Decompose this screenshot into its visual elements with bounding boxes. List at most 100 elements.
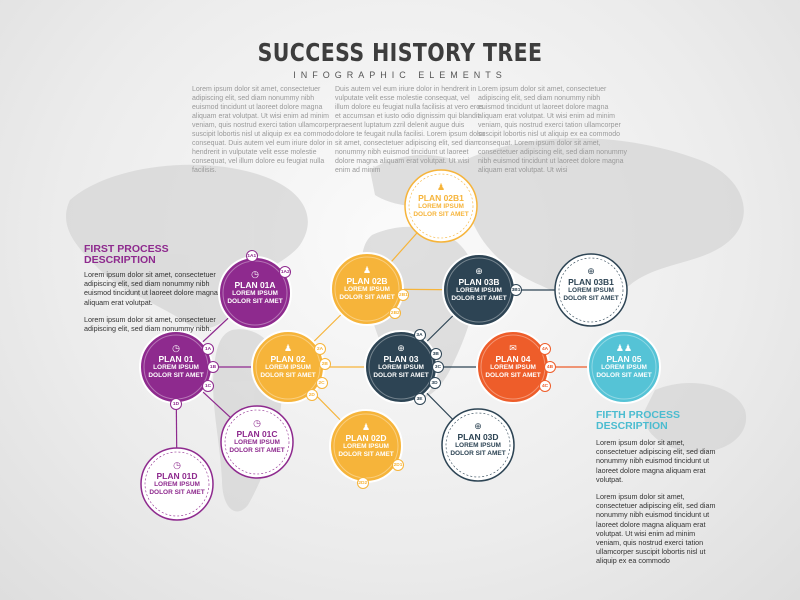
intro-text: Duis autem vel eum iriure dolor in hendr… — [335, 86, 485, 174]
person-icon: ♟ — [436, 182, 446, 192]
node-circle — [587, 330, 661, 404]
node-title: PLAN 01C — [236, 429, 278, 439]
node-body: LOREM IPSUM DOLOR SIT AMET — [451, 287, 507, 302]
clock-icon: ◷ — [173, 460, 181, 470]
connector-badge: 2B2 — [389, 306, 402, 319]
connector-badge: 1B — [207, 361, 219, 373]
person-icon: ♟ — [361, 422, 371, 432]
node-plan03b1[interactable] — [554, 253, 628, 327]
node-title: PLAN 02B — [346, 276, 388, 286]
clock-icon: ◷ — [251, 269, 259, 279]
node-body: LOREM IPSUM DOLOR SIT AMET — [373, 364, 429, 379]
node-body: LOREM IPSUM DOLOR SIT AMET — [596, 364, 652, 379]
first-process-title: FIRST PROCESS DESCRIPTION — [84, 243, 169, 266]
connector-badge: 4B — [544, 361, 556, 373]
person-icon: ♟ — [362, 265, 372, 275]
globe-icon: ⊕ — [587, 266, 595, 276]
group-icon: ♟♟ — [615, 343, 633, 353]
node-plan05[interactable] — [587, 330, 661, 404]
node-ring — [445, 412, 511, 478]
node-body: LOREM IPSUM DOLOR SIT AMET — [338, 443, 394, 458]
node-plan02b[interactable] — [330, 252, 404, 326]
node-body: LOREM IPSUM DOLOR SIT AMET — [148, 364, 204, 379]
connector-badge: 1A1 — [245, 250, 258, 263]
node-title: PLAN 03 — [383, 354, 419, 364]
node-body: LOREM IPSUM DOLOR SIT AMET — [227, 290, 283, 305]
connector-badge: 1C — [202, 379, 215, 392]
node-title: PLAN 01 — [158, 354, 194, 364]
description-paragraph: Lorem ipsum dolor sit amet, consectetuer… — [84, 270, 218, 307]
clock-icon: ◷ — [253, 418, 261, 428]
globe-icon: ⊕ — [474, 421, 482, 431]
node-title: PLAN 03D — [457, 432, 499, 442]
page-subtitle: INFOGRAPHIC ELEMENTS — [293, 70, 507, 80]
connector-badge: 1A2 — [279, 265, 292, 278]
node-body: LOREM IPSUM DOLOR SIT AMET — [229, 439, 285, 454]
node-body: LOREM IPSUM DOLOR SIT AMET — [149, 481, 205, 496]
node-plan02b1[interactable] — [404, 169, 478, 243]
connector-badge: 3C — [432, 361, 444, 373]
person-icon: ♟ — [283, 343, 293, 353]
connector-badge: 2C — [315, 376, 328, 389]
node-ring — [144, 451, 210, 517]
connector-badge: 3D — [428, 376, 441, 389]
connector-badge: 2B1 — [397, 289, 410, 302]
node-body: LOREM IPSUM DOLOR SIT AMET — [413, 203, 469, 218]
connector-badge: 3E — [413, 393, 426, 406]
node-title: PLAN 05 — [606, 354, 642, 364]
chat-icon: ✉ — [509, 343, 517, 353]
node-ring — [558, 257, 624, 323]
connector-badge: 2D2 — [356, 476, 369, 489]
globe-icon: ⊕ — [475, 266, 483, 276]
description-paragraph: Lorem ipsum dolor sit amet, consectetuer… — [596, 438, 716, 484]
node-title: PLAN 01A — [234, 280, 276, 290]
node-ring — [224, 409, 290, 475]
connector-badge: 2A — [314, 342, 327, 355]
node-body: LOREM IPSUM DOLOR SIT AMET — [339, 286, 395, 301]
fifth-process-title: FIFTH PROCESS DESCRIPTION — [596, 409, 681, 432]
node-ring — [408, 173, 474, 239]
connector-badge: 4C — [539, 379, 552, 392]
page-title: SUCCESS HISTORY TREE — [257, 38, 543, 67]
node-plan01d[interactable] — [140, 447, 214, 521]
globe-icon: ⊕ — [397, 343, 405, 353]
node-title: PLAN 02D — [345, 433, 387, 443]
node-title: PLAN 04 — [495, 354, 531, 364]
description-paragraph: Lorem ipsum dolor sit amet, consectetuer… — [84, 314, 216, 334]
node-title: PLAN 02B1 — [418, 193, 464, 203]
intro-text: Lorem ipsum dolor sit amet, consectetuer… — [478, 86, 628, 174]
description-paragraph: Lorem ipsum dolor sit amet, consectetuer… — [596, 492, 716, 566]
connector-badge: 3A — [413, 328, 426, 341]
intro-column-1: Lorem ipsum dolor sit amet, consectetuer… — [192, 85, 342, 175]
node-body: LOREM IPSUM DOLOR SIT AMET — [563, 287, 619, 302]
node-circle — [220, 405, 294, 479]
node-plan03[interactable] — [364, 330, 438, 404]
node-circle — [441, 408, 515, 482]
fifth-process-description: Lorem ipsum dolor sit amet, consectetuer… — [596, 438, 721, 574]
node-plan03d[interactable] — [441, 408, 515, 482]
node-ring — [334, 256, 400, 322]
connector-badge: 1A — [202, 342, 215, 355]
connector-badge: 2D — [305, 389, 318, 402]
node-title: PLAN 01D — [156, 471, 198, 481]
node-plan01c[interactable] — [220, 405, 294, 479]
node-circle — [330, 252, 404, 326]
clock-icon: ◷ — [172, 343, 180, 353]
node-circle — [404, 169, 478, 243]
node-body: LOREM IPSUM DOLOR SIT AMET — [485, 364, 541, 379]
intro-column-3: Lorem ipsum dolor sit amet, consectetuer… — [478, 85, 628, 175]
first-process-description: Lorem ipsum dolor sit amet, consectetuer… — [84, 270, 234, 341]
